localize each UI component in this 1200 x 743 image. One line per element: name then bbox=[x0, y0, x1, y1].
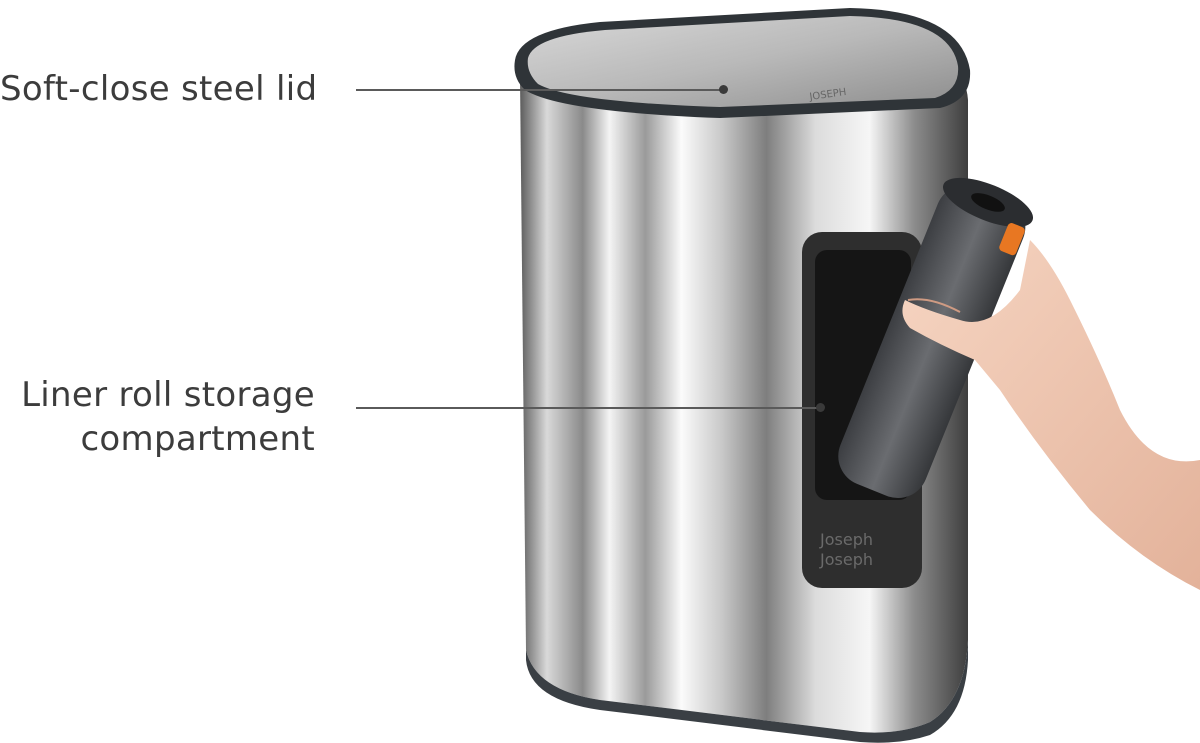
svg-text:Joseph: Joseph bbox=[819, 530, 873, 549]
liner-roll bbox=[838, 177, 1034, 499]
callout-lid-leader-line bbox=[356, 89, 724, 91]
svg-text:Joseph: Joseph bbox=[819, 550, 873, 569]
svg-text:JOSEPH: JOSEPH bbox=[808, 87, 847, 103]
callout-liner-leader-line bbox=[356, 407, 820, 409]
callout-lid-dot bbox=[719, 85, 728, 94]
callout-liner-label: Liner roll storage compartment bbox=[21, 373, 315, 461]
callout-liner-line1: Liner roll storage bbox=[21, 375, 315, 415]
hand bbox=[902, 240, 1200, 590]
callout-liner-dot bbox=[816, 403, 825, 412]
steel-lid: JOSEPH bbox=[514, 8, 971, 118]
callout-liner-line2: compartment bbox=[80, 419, 315, 459]
callout-lid-label: Soft-close steel lid bbox=[0, 69, 318, 109]
